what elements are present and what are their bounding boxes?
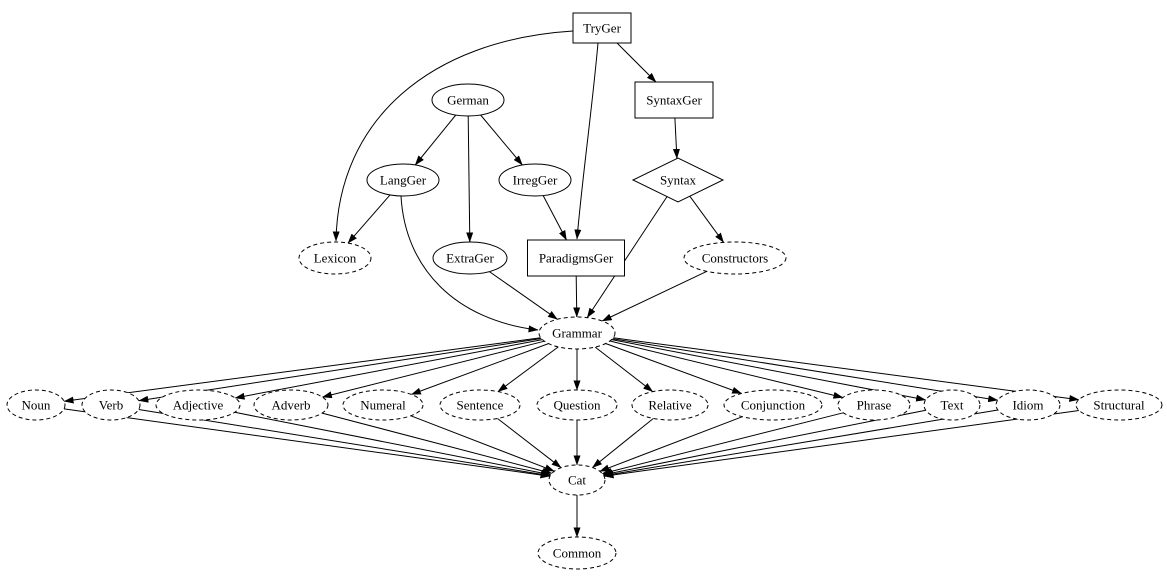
node-Numeral bbox=[342, 389, 424, 421]
edge-German-IrregGer bbox=[480, 114, 523, 166]
edge-Grammar-Text bbox=[611, 339, 927, 402]
node-label-German: German bbox=[447, 93, 489, 108]
edge-LangGer-Lexicon bbox=[347, 194, 391, 244]
node-label-Noun: Noun bbox=[22, 398, 51, 413]
edge-Text-Cat bbox=[602, 409, 926, 477]
edge-Syntax-Constructors bbox=[689, 195, 725, 243]
edge-Grammar-Numeral bbox=[410, 343, 549, 395]
edge-TryGer-ParadigmsGer bbox=[574, 42, 599, 240]
node-Adverb bbox=[253, 389, 329, 421]
node-Phrase bbox=[837, 389, 911, 421]
edge-ParadigmsGer-Grammar bbox=[573, 275, 581, 318]
node-label-Structural: Structural bbox=[1093, 398, 1145, 413]
edge-Grammar-Phrase bbox=[609, 340, 844, 399]
node-label-Constructors: Constructors bbox=[702, 251, 768, 266]
node-label-Syntax: Syntax bbox=[660, 173, 697, 188]
edge-ExtraGer-Grammar bbox=[489, 271, 558, 320]
node-Grammar bbox=[538, 316, 616, 350]
node-Syntax bbox=[631, 157, 725, 203]
edge-Syntax-Grammar bbox=[586, 196, 668, 319]
node-label-Conjunction: Conjunction bbox=[741, 398, 806, 413]
edge-Idiom-Cat bbox=[603, 409, 998, 478]
edge-Numeral-Cat bbox=[410, 415, 555, 472]
node-German bbox=[431, 83, 505, 117]
node-label-ParadigmsGer: ParadigmsGer bbox=[539, 251, 614, 266]
node-label-Verb: Verb bbox=[99, 398, 124, 413]
edge-Grammar-Adjective bbox=[234, 339, 543, 400]
node-label-Adverb: Adverb bbox=[272, 398, 311, 413]
edge-Phrase-Cat bbox=[601, 412, 844, 475]
edge-German-ExtraGer bbox=[466, 115, 474, 243]
node-Structural bbox=[1075, 389, 1163, 421]
edge-Adverb-Cat bbox=[321, 412, 553, 475]
edge-Grammar-Adverb bbox=[321, 340, 545, 399]
node-ExtraGer bbox=[432, 241, 508, 275]
edge-Relative-Cat bbox=[592, 418, 654, 468]
node-label-Sentence: Sentence bbox=[457, 398, 504, 413]
edge-Grammar-Sentence bbox=[497, 346, 559, 393]
node-IrregGer bbox=[498, 163, 572, 197]
node-label-Lexicon: Lexicon bbox=[314, 251, 357, 266]
node-Adjective bbox=[155, 389, 241, 421]
edge-Grammar-Idiom bbox=[612, 338, 999, 403]
node-label-Relative: Relative bbox=[648, 398, 692, 413]
edge-Adjective-Cat bbox=[234, 411, 552, 477]
edge-Grammar-Structural bbox=[613, 337, 1080, 402]
node-TryGer bbox=[572, 12, 632, 44]
node-label-Text: Text bbox=[941, 398, 964, 413]
node-label-Question: Question bbox=[554, 398, 601, 413]
node-label-TryGer: TryGer bbox=[583, 21, 621, 36]
node-label-Phrase: Phrase bbox=[857, 398, 892, 413]
edge-SyntaxGer-Syntax bbox=[672, 117, 680, 159]
node-Lexicon bbox=[298, 241, 372, 275]
node-Conjunction bbox=[723, 389, 823, 421]
edge-Constructors-Grammar bbox=[601, 270, 708, 322]
edge-Noun-Cat bbox=[63, 408, 551, 479]
edge-TryGer-Lexicon bbox=[332, 30, 574, 242]
node-SyntaxGer bbox=[634, 81, 714, 119]
node-label-Adjective: Adjective bbox=[173, 398, 224, 413]
edge-Grammar-Relative bbox=[594, 346, 654, 392]
node-LangGer bbox=[366, 163, 440, 197]
node-Common bbox=[537, 536, 617, 570]
node-label-Grammar: Grammar bbox=[552, 326, 602, 341]
node-Cat bbox=[548, 464, 606, 496]
node-Question bbox=[536, 389, 618, 421]
node-Constructors bbox=[683, 241, 787, 275]
edge-TryGer-SyntaxGer bbox=[616, 42, 657, 83]
node-label-Numeral: Numeral bbox=[360, 398, 406, 413]
node-label-Cat: Cat bbox=[568, 473, 586, 488]
node-Sentence bbox=[439, 389, 521, 421]
edge-Structural-Cat bbox=[603, 410, 1080, 479]
node-ParadigmsGer bbox=[527, 239, 625, 277]
edge-LangGer-Grammar bbox=[400, 195, 539, 333]
node-label-ExtraGer: ExtraGer bbox=[446, 251, 494, 266]
node-label-Common: Common bbox=[553, 546, 602, 561]
edge-Grammar-Noun bbox=[63, 337, 541, 404]
node-label-SyntaxGer: SyntaxGer bbox=[646, 93, 702, 108]
node-label-IrregGer: IrregGer bbox=[513, 173, 558, 188]
edge-Sentence-Cat bbox=[497, 418, 562, 469]
edge-German-LangGer bbox=[414, 114, 457, 166]
edges-layer bbox=[63, 30, 1080, 538]
node-Text bbox=[923, 389, 981, 421]
edge-Grammar-Conjunction bbox=[605, 343, 743, 394]
node-Idiom bbox=[995, 389, 1061, 421]
node-Noun bbox=[6, 389, 66, 421]
edge-Verb-Cat bbox=[138, 409, 551, 478]
edge-Conjunction-Cat bbox=[599, 416, 743, 472]
node-Relative bbox=[631, 389, 709, 421]
edge-IrregGer-ParadigmsGer bbox=[542, 195, 567, 241]
node-label-Idiom: Idiom bbox=[1012, 398, 1043, 413]
node-label-LangGer: LangGer bbox=[380, 173, 427, 188]
node-Verb bbox=[81, 389, 141, 421]
